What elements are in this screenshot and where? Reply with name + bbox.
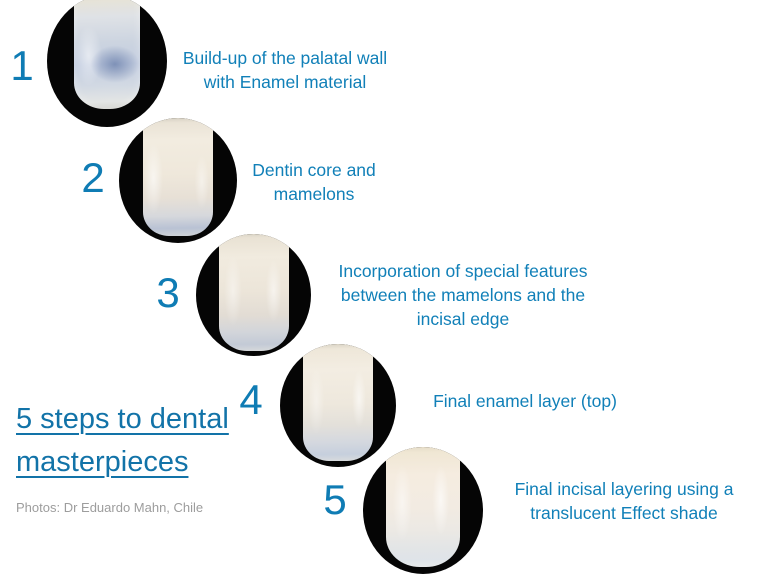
tooth-specimen-5 (386, 447, 460, 567)
step-caption-4: Final enamel layer (top) (433, 391, 617, 411)
tooth-specimen-2 (143, 118, 213, 236)
tooth-specimen-1 (74, 0, 140, 109)
page-title-link[interactable]: 5 steps to dental masterpieces (16, 403, 229, 478)
step-caption-5: Final incisal layering using a transluce… (514, 479, 734, 523)
step-number-1: 1 (10, 42, 34, 89)
step-photo-4 (280, 344, 396, 467)
step-photo-3 (196, 234, 311, 356)
step-number-2: 2 (81, 154, 105, 201)
step-photo-2 (119, 118, 237, 243)
step-caption-1: Build-up of the palatal wall with Enamel… (182, 48, 388, 92)
step-caption-3: Incorporation of special features betwee… (338, 261, 588, 329)
title-block: 5 steps to dental masterpieces Photos: D… (16, 398, 246, 516)
step-photo-1 (47, 0, 167, 127)
step-number-3: 3 (156, 269, 180, 316)
step-caption-2: Dentin core and mamelons (252, 160, 376, 204)
step-number-5: 5 (323, 476, 347, 523)
step-number-4: 4 (239, 376, 263, 423)
step-photo-5 (363, 447, 483, 574)
tooth-specimen-3 (218, 234, 289, 351)
tooth-specimen-4 (303, 344, 373, 461)
photo-credit: Photos: Dr Eduardo Mahn, Chile (16, 500, 204, 515)
